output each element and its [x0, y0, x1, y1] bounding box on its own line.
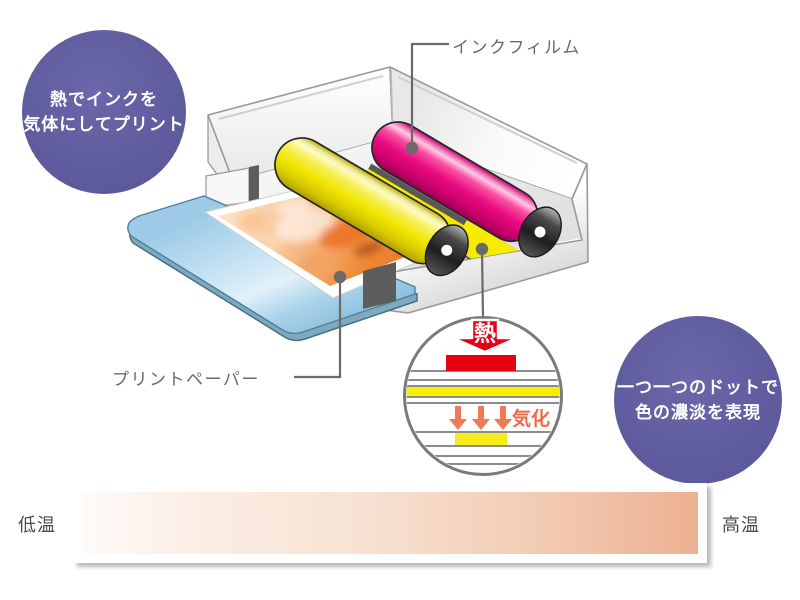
- heat-arrow-icon: [451, 318, 519, 354]
- ink-film-layer-band: [406, 386, 560, 397]
- vapor-arrow-icon: [472, 406, 490, 430]
- magnifier-leader-dot: [475, 242, 489, 256]
- temperature-gradient-bar: [73, 483, 707, 563]
- paper-exit-slot: [363, 262, 396, 309]
- callout-dot-gradation: 一つ一つのドットで 色の濃淡を表現: [614, 316, 782, 484]
- heat-label: 熱: [474, 321, 496, 346]
- paper-tray: [127, 195, 418, 342]
- vaporization-label: 気化: [512, 407, 550, 430]
- ink-film-leader-line: [410, 42, 449, 148]
- paper-entry-slot: [249, 165, 259, 202]
- temperature-gradient-fill: [82, 492, 698, 554]
- box-rim-inner-line-left: [218, 75, 384, 120]
- leader-lines: [294, 42, 485, 379]
- print-paper-leader-dot: [333, 270, 347, 284]
- heating-element: [446, 355, 516, 371]
- dye-dot: [455, 433, 507, 446]
- callout-heat-print-line1: 熱でインクを: [50, 90, 158, 109]
- yellow-roller-axle: [441, 244, 453, 256]
- low-temperature-label: 低温: [18, 515, 56, 535]
- vapor-arrow-icon: [449, 406, 467, 430]
- ink-film-label: インクフィルム: [452, 38, 581, 57]
- magnifier-leader-line: [480, 249, 485, 319]
- callout-dot-gradation-line1: 一つ一つのドットで: [617, 378, 779, 397]
- ink-film-roller-axle: [534, 226, 546, 238]
- yellow-roller: [274, 137, 469, 277]
- high-temperature-label: 高温: [722, 515, 760, 535]
- callout-heat-print: 熱でインクを 気体にしてプリント: [22, 30, 186, 194]
- print-paper-leader-line: [294, 277, 342, 379]
- callout-heat-print-line2: 気体にしてプリント: [23, 115, 185, 134]
- tray-top-surface: [127, 195, 416, 335]
- print-paper-label: プリントペーパー: [112, 370, 260, 389]
- ink-film-leader-dot: [405, 141, 419, 155]
- callout-dot-gradation-line2: 色の濃淡を表現: [635, 403, 761, 422]
- box-rim-inner-line-right: [397, 76, 578, 164]
- vapor-arrows: [449, 406, 512, 430]
- magnifier-detail: 気化 熱: [403, 316, 563, 476]
- vapor-arrow-icon: [494, 406, 512, 430]
